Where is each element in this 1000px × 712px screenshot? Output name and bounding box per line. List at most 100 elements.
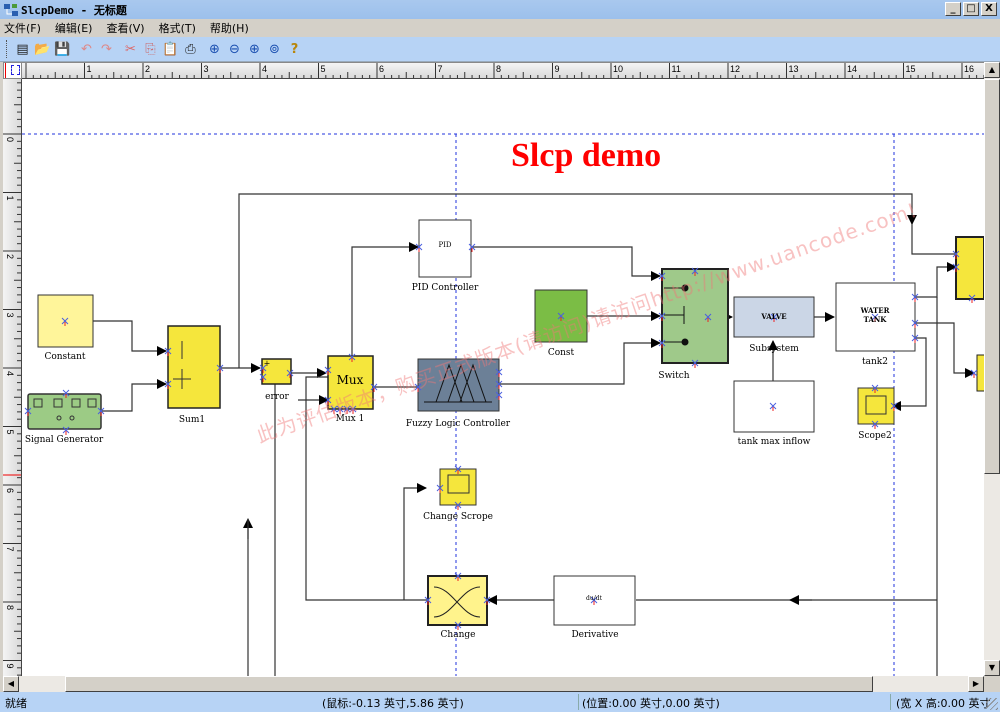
resize-grip[interactable] xyxy=(986,698,998,710)
zoom-out-button[interactable]: ⊖ xyxy=(225,40,244,59)
wire-fuzzy-switch xyxy=(496,338,661,385)
port-marker xyxy=(370,383,378,392)
wire-tank-out2 xyxy=(915,322,975,378)
horizontal-scrollbar[interactable]: ◀ ▶ xyxy=(3,676,984,692)
print-button[interactable]: ⎙ xyxy=(181,40,200,59)
menu-format[interactable]: 格式(T) xyxy=(158,22,196,35)
ruler-label: 9 xyxy=(5,664,15,669)
port-marker xyxy=(871,384,879,393)
wire-change-scope xyxy=(403,483,427,600)
label-tank-max-inflow: tank max inflow xyxy=(737,437,811,447)
port-marker xyxy=(424,596,432,605)
menu-file[interactable]: 文件(F) xyxy=(4,22,41,35)
pid-text: PID xyxy=(438,241,452,249)
new-icon: ▤ xyxy=(16,41,29,57)
vertical-scroll-thumb[interactable] xyxy=(984,79,1000,474)
ruler-label: 14 xyxy=(847,64,857,74)
port-marker xyxy=(871,420,879,429)
label-constant: Constant xyxy=(44,352,86,362)
menu-edit[interactable]: 编辑(E) xyxy=(54,22,93,35)
undo-button[interactable]: ↶ xyxy=(77,40,96,59)
close-button[interactable]: X xyxy=(981,2,997,16)
redo-button[interactable]: ↷ xyxy=(97,40,116,59)
block-change-scope xyxy=(439,468,477,506)
undo-icon: ↶ xyxy=(81,41,92,57)
scroll-right-button[interactable]: ▶ xyxy=(968,676,984,692)
port-marker xyxy=(343,405,351,414)
horizontal-scroll-thumb[interactable] xyxy=(65,676,873,692)
ruler-label: 13 xyxy=(789,64,799,74)
title-bar: SlcpDemo - 无标题 _ □ X xyxy=(0,0,1000,19)
zoom-fit-button[interactable]: ⊕ xyxy=(245,40,264,59)
maximize-button[interactable]: □ xyxy=(963,2,979,16)
diagram-canvas[interactable]: Mux PID VALVE WATER TANK du/dt + Constan… xyxy=(22,79,984,676)
help-button[interactable]: ? xyxy=(285,40,304,59)
menu-help[interactable]: 帮助(H) xyxy=(209,22,249,35)
zoom-100-icon: ⊚ xyxy=(269,41,280,57)
paste-button[interactable]: 📋 xyxy=(161,40,180,59)
port-marker xyxy=(769,402,777,411)
wire-tank-scope2 xyxy=(891,337,927,411)
label-change-scope: Change Scrope xyxy=(423,512,493,522)
port-marker xyxy=(286,369,294,378)
toolbar-grip[interactable] xyxy=(6,40,9,58)
scroll-left-button[interactable]: ◀ xyxy=(3,676,19,692)
menu-view[interactable]: 查看(V) xyxy=(106,22,145,35)
block-mux1 xyxy=(327,355,374,410)
label-pid: PID Controller xyxy=(411,283,479,293)
vertical-scrollbar[interactable]: ▲ ▼ xyxy=(984,62,1000,676)
block-pid xyxy=(418,219,472,278)
copy-button[interactable]: ⎘ xyxy=(141,40,160,59)
ruler-label: 5 xyxy=(5,430,15,435)
new-button[interactable]: ▤ xyxy=(13,40,32,59)
wire-signal-sum xyxy=(102,379,167,412)
port-marker xyxy=(770,313,778,322)
wire-feedback-top xyxy=(238,193,917,368)
save-icon: 💾 xyxy=(54,41,71,57)
port-marker xyxy=(483,596,491,605)
port-marker xyxy=(164,347,172,356)
wire-constant-sum xyxy=(93,320,167,356)
wires xyxy=(93,193,975,676)
ruler-label: 5 xyxy=(321,64,326,74)
redo-icon: ↷ xyxy=(101,41,112,57)
zoom-in-icon: ⊕ xyxy=(209,41,220,57)
port-marker xyxy=(454,621,462,630)
ruler-label: 0 xyxy=(5,137,15,142)
label-subsystem: Subsystem xyxy=(749,344,799,354)
ruler-label: 2 xyxy=(5,254,15,259)
zoom-in-button[interactable]: ⊕ xyxy=(205,40,224,59)
valve-text: VALVE xyxy=(761,312,787,321)
port-marker xyxy=(324,366,332,375)
minimize-button[interactable]: _ xyxy=(945,2,961,16)
block-sum1 xyxy=(167,325,221,409)
help-icon: ? xyxy=(290,41,299,57)
port-marker xyxy=(415,243,423,252)
ruler-label: 8 xyxy=(5,605,15,610)
label-signal-generator: Signal Generator xyxy=(24,435,104,445)
save-button[interactable]: 💾 xyxy=(53,40,72,59)
ruler-label: 7 xyxy=(438,64,443,74)
cut-button[interactable]: ✂ xyxy=(121,40,140,59)
port-marker xyxy=(495,368,503,377)
label-scope2: Scope2 xyxy=(858,431,892,441)
port-marker xyxy=(61,317,69,326)
port-marker xyxy=(62,426,70,435)
status-mouse-position: (鼠标:-0.13 英寸,5.86 英寸) xyxy=(322,697,464,710)
zoom-100-button[interactable]: ⊚ xyxy=(265,40,284,59)
label-derivative: Derivative xyxy=(571,630,619,640)
label-fuzzy: Fuzzy Logic Controller xyxy=(405,419,511,429)
port-marker xyxy=(62,389,70,398)
open-button[interactable]: 📂 xyxy=(33,40,52,59)
port-marker xyxy=(952,263,960,272)
scroll-down-button[interactable]: ▼ xyxy=(984,660,1000,676)
label-error: error xyxy=(265,392,289,402)
port-marker xyxy=(911,334,919,343)
port-marker xyxy=(968,294,976,303)
fuzzy-icon xyxy=(424,363,492,403)
scroll-up-button[interactable]: ▲ xyxy=(984,62,1000,78)
ruler-label: 3 xyxy=(5,313,15,318)
status-bar: 就绪 (鼠标:-0.13 英寸,5.86 英寸) (位置:0.00 英寸,0.0… xyxy=(0,692,1000,712)
ruler-corner xyxy=(3,62,22,79)
